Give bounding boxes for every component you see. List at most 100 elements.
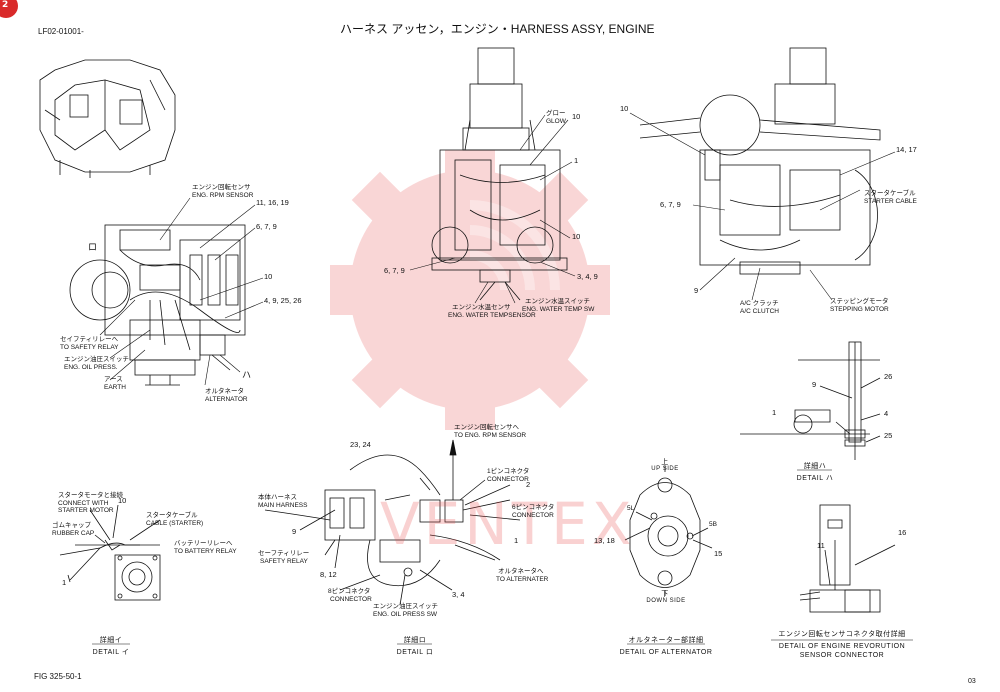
detail-alternator-drawing (624, 466, 713, 596)
detail-ro-pin1-jp: 1ピンコネクタ (487, 468, 530, 475)
detail-ro-safety-relay-jp: セーフティリレー (258, 550, 310, 557)
detail-i-cable-jp: スタータケーブル (146, 512, 198, 519)
page-title: ハーネス アッセン，エンジン・HARNESS ASSY, ENGINE (340, 22, 655, 36)
figure-number: FIG 325-50-1 (34, 672, 82, 681)
glow-label-jp: グロー (546, 110, 566, 117)
detail-ro-caption-jp: 詳細ロ (403, 637, 427, 644)
oil-press-label-en: ENG. OIL PRESS. (64, 364, 118, 371)
detail-sensor-part-11: 11 (817, 541, 825, 550)
right-engine-view (639, 47, 881, 275)
part-number-6-7-9-center: 6, 7, 9 (384, 266, 405, 275)
stepping-motor-label-en: STEPPING MOTOR (830, 306, 889, 313)
machine-thumbnail (39, 59, 176, 178)
detail-alt-5b: 5B (709, 521, 717, 528)
left-engine-view (69, 224, 246, 386)
detail-i-part-10: 10 (118, 496, 127, 505)
detail-alt-up-en: UP SIDE (651, 466, 679, 472)
detail-ro-oil-press-jp: エンジン油圧スイッチ (373, 603, 438, 610)
detail-i-caption-en: DETAIL イ (92, 649, 130, 656)
detail-alt-up-jp: 上 (661, 459, 669, 466)
detail-ha-part-9: 9 (812, 380, 817, 389)
detail-sensor-drawing (799, 504, 896, 613)
center-leader-lines (409, 114, 576, 304)
detail-alt-caption-jp: オルタネーター部詳細 (628, 637, 704, 644)
starter-cable-label-en: STARTER CABLE (864, 198, 917, 205)
detail-ro-rpm-sensor-jp: エンジン回転センサへ (454, 424, 519, 431)
detail-sensor-caption-en2: SENSOR CONNECTOR (799, 652, 885, 659)
detail-alt-part-15: 15 (714, 549, 723, 558)
detail-ro-part-9: 9 (292, 527, 297, 536)
detail-i-cable-en: CABLE (STARTER) (146, 520, 204, 527)
part-number-6-7-9-right: 6, 7, 9 (660, 200, 681, 209)
detail-alt-down-en: DOWN SIDE (646, 598, 686, 604)
stepping-motor-label-jp: ステッピングモータ (830, 298, 889, 305)
detail-ro-rpm-sensor-en: TO ENG. RPM SENSOR (454, 432, 527, 439)
corner-badge-number: 2 (2, 0, 9, 10)
detail-alt-down-jp: 下 (661, 591, 669, 598)
detail-ro-part-8-12: 8, 12 (320, 570, 337, 579)
right-leader-lines (629, 112, 896, 301)
detail-ro-oil-press-en: ENG. OIL PRESS SW (373, 611, 438, 618)
corner-badge-shape (0, 0, 18, 18)
center-engine-view (431, 47, 568, 301)
left-leader-lines (99, 197, 264, 386)
safety-relay-label-jp: セイフティリレーへ (60, 336, 119, 343)
detail-marker-ha: ハ (242, 370, 252, 380)
part-number-6-7-9-left: 6, 7, 9 (256, 222, 277, 231)
detail-ro-caption-en: DETAIL ロ (396, 649, 434, 656)
detail-i-drawing (59, 504, 161, 601)
part-number-1-center: 1 (574, 156, 579, 165)
detail-ro-safety-relay-en: SAFETY RELAY (260, 558, 308, 565)
detail-ro-part-23-24: 23, 24 (350, 440, 371, 449)
watermark-gear-logo (330, 150, 610, 430)
detail-i-cap-jp: ゴムキャップ (52, 522, 91, 529)
part-number-10-right: 10 (620, 104, 629, 113)
detail-ha-part-26: 26 (884, 372, 893, 381)
water-temp-sw-label-en: ENG. WATER TEMP SW (522, 306, 595, 313)
watermark-arcs (469, 200, 560, 291)
oil-press-label-jp: エンジン油圧スイッチ (64, 356, 129, 363)
detail-ro-part-2: 2 (526, 480, 531, 489)
detail-ro-main-harness-jp: 本体ハーネス (258, 494, 297, 501)
detail-i-connect-en1: CONNECT WITH (58, 500, 109, 507)
detail-i-cap-en: RUBBER CAP (52, 530, 95, 537)
alternator-label-en: ALTERNATOR (205, 396, 248, 403)
water-temp-sensor-label-jp: エンジン水温センサ (452, 304, 511, 311)
detail-i-battery-jp: バッテリーリレーへ (174, 540, 233, 547)
detail-ro-main-harness-en: MAIN HARNESS (258, 502, 308, 509)
part-number-4-9-25-26: 4, 9, 25, 26 (264, 296, 302, 305)
detail-marker-ro: ロ (88, 242, 98, 252)
detail-ha-part-25: 25 (884, 431, 893, 440)
detail-i-connect-jp: スタータモータと接続 (58, 492, 123, 499)
detail-ro-to-alt-en: TO ALTERNATER (496, 576, 549, 583)
detail-ha-drawing (740, 341, 881, 460)
detail-ro-pin8-en: CONNECTOR (330, 596, 372, 603)
detail-sensor-caption-en1: DETAIL OF ENGINE REVORUTION (778, 643, 906, 650)
detail-ha-part-1: 1 (772, 408, 777, 417)
safety-relay-label-en: TO SAFETY RELAY (60, 344, 119, 351)
water-temp-sensor-label-en: ENG. WATER TEMPSENSOR (448, 312, 536, 319)
detail-ha-caption-en: DETAIL ハ (796, 475, 834, 482)
detail-alt-caption-en: DETAIL OF ALTERNATOR (619, 649, 713, 656)
earth-label-en: EARTH (104, 384, 126, 391)
part-number-10-center-top: 10 (572, 112, 581, 121)
detail-ro-pin6-en: CONNECTOR (512, 512, 554, 519)
detail-i-part-1: 1 (62, 578, 67, 587)
document-id: LF02-01001- (38, 27, 84, 36)
ac-clutch-label-jp: A/C クラッチ (740, 300, 779, 307)
detail-sensor-caption-jp: エンジン回転センサコネクタ取付詳細 (778, 631, 906, 638)
eng-rpm-sensor-label-jp: エンジン回転センサ (192, 184, 251, 191)
detail-alt-5l: 5L (627, 505, 635, 512)
part-number-9-right: 9 (694, 286, 699, 295)
detail-ro-drawing (264, 439, 521, 606)
detail-ro-pin1-en: CONNECTOR (487, 476, 529, 483)
detail-i-caption-jp: 詳細イ (99, 637, 123, 644)
detail-ro-to-alt-jp: オルタネータへ (498, 568, 544, 575)
detail-i-battery-en: TO BATTERY RELAY (174, 548, 237, 555)
detail-ha-caption-jp: 詳細ハ (803, 463, 827, 470)
starter-cable-label-jp: スタータケーブル (864, 190, 916, 197)
detail-alt-part-13-18: 13, 18 (594, 536, 615, 545)
detail-ro-part-3-4: 3, 4 (452, 590, 465, 599)
detail-ro-pin8-jp: 8ピンコネクタ (328, 588, 371, 595)
